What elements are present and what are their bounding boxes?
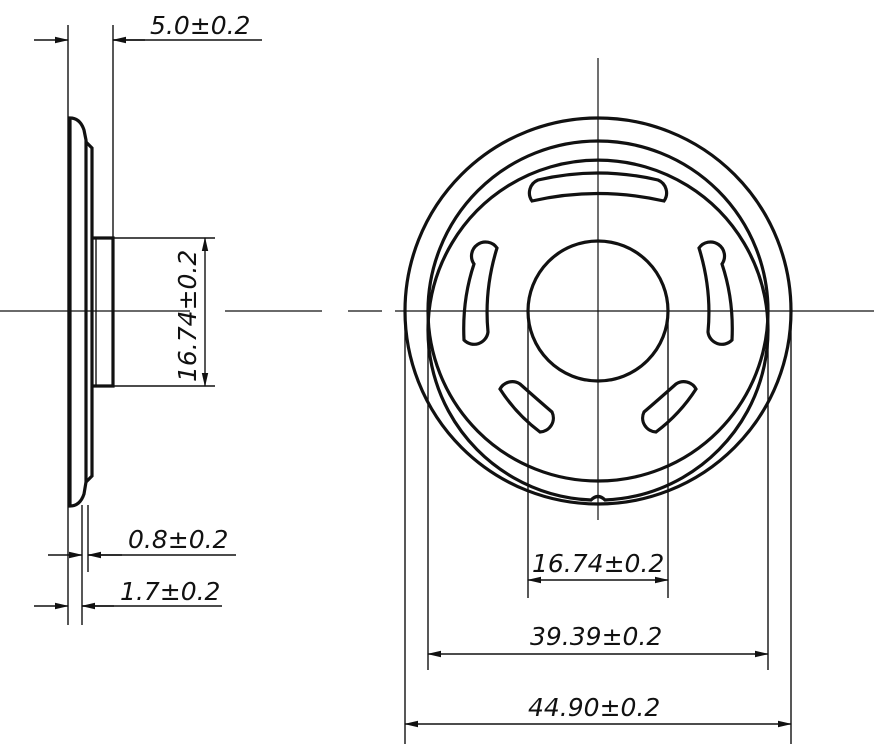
inner-ring-circle: [426, 139, 770, 483]
vent-slot-left: [462, 240, 499, 346]
side-view: 5.0±0.2 16.74±0.2 0.8±0.2 1.7±0.2: [0, 11, 322, 625]
dim-outer-label: 44.90±0.2: [528, 693, 660, 722]
inner-frame-circle-with-notch: [426, 158, 770, 502]
vent-slot-bottom-right: [641, 380, 698, 434]
outer-frame-circle: [403, 116, 793, 506]
dim-thickness-label: 5.0±0.2: [150, 11, 250, 40]
dim-rim-label: 0.8±0.2: [128, 525, 228, 554]
dim-magnet-front-label: 16.74±0.2: [532, 549, 664, 578]
vent-slot-bottom-left: [498, 380, 555, 434]
dim-inner-label: 39.39±0.2: [530, 622, 662, 651]
vent-slot-right: [697, 240, 734, 346]
dim-frame-label: 1.7±0.2: [120, 577, 220, 606]
side-rim-inner-step: [84, 140, 94, 484]
vent-slot-top: [527, 171, 669, 203]
side-magnet: [92, 236, 115, 388]
side-rim-outline: [68, 116, 88, 508]
vent-slots: [462, 171, 734, 434]
front-view: 16.74±0.2 39.39±0.2 44.90±0.2: [348, 58, 874, 744]
dim-magnet-side-label: 16.74±0.2: [173, 250, 202, 382]
